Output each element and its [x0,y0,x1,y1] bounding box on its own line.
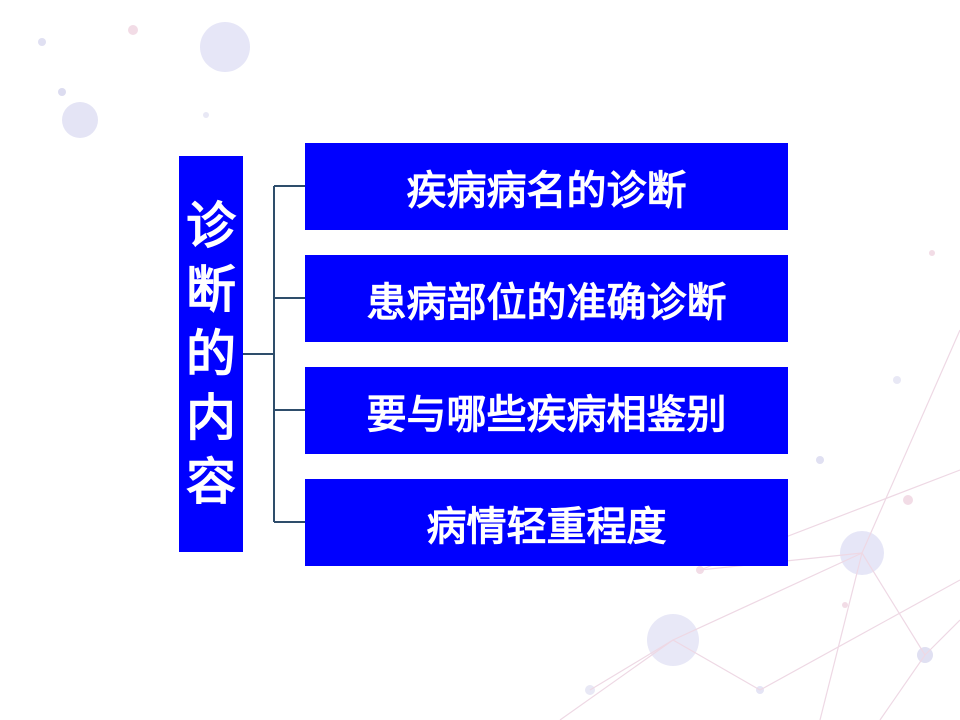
title-char: 内 [186,389,236,447]
item-box-severity: 病情轻重程度 [305,479,788,566]
item-box-differential-diagnosis: 要与哪些疾病相鉴别 [305,367,788,454]
decorative-network-lines [559,329,960,720]
title-char: 容 [186,453,236,511]
item-label: 患病部位的准确诊断 [366,279,727,326]
item-box-lesion-location: 患病部位的准确诊断 [305,255,788,342]
diagram-title-box: 诊 断 的 内 容 [179,156,243,552]
item-label: 要与哪些疾病相鉴别 [366,391,727,438]
title-char: 断 [186,261,236,319]
item-box-disease-name: 疾病病名的诊断 [305,143,788,230]
title-char: 诊 [186,197,236,255]
item-label: 病情轻重程度 [426,503,667,550]
item-label: 疾病病名的诊断 [406,167,687,214]
title-char: 的 [186,325,236,383]
